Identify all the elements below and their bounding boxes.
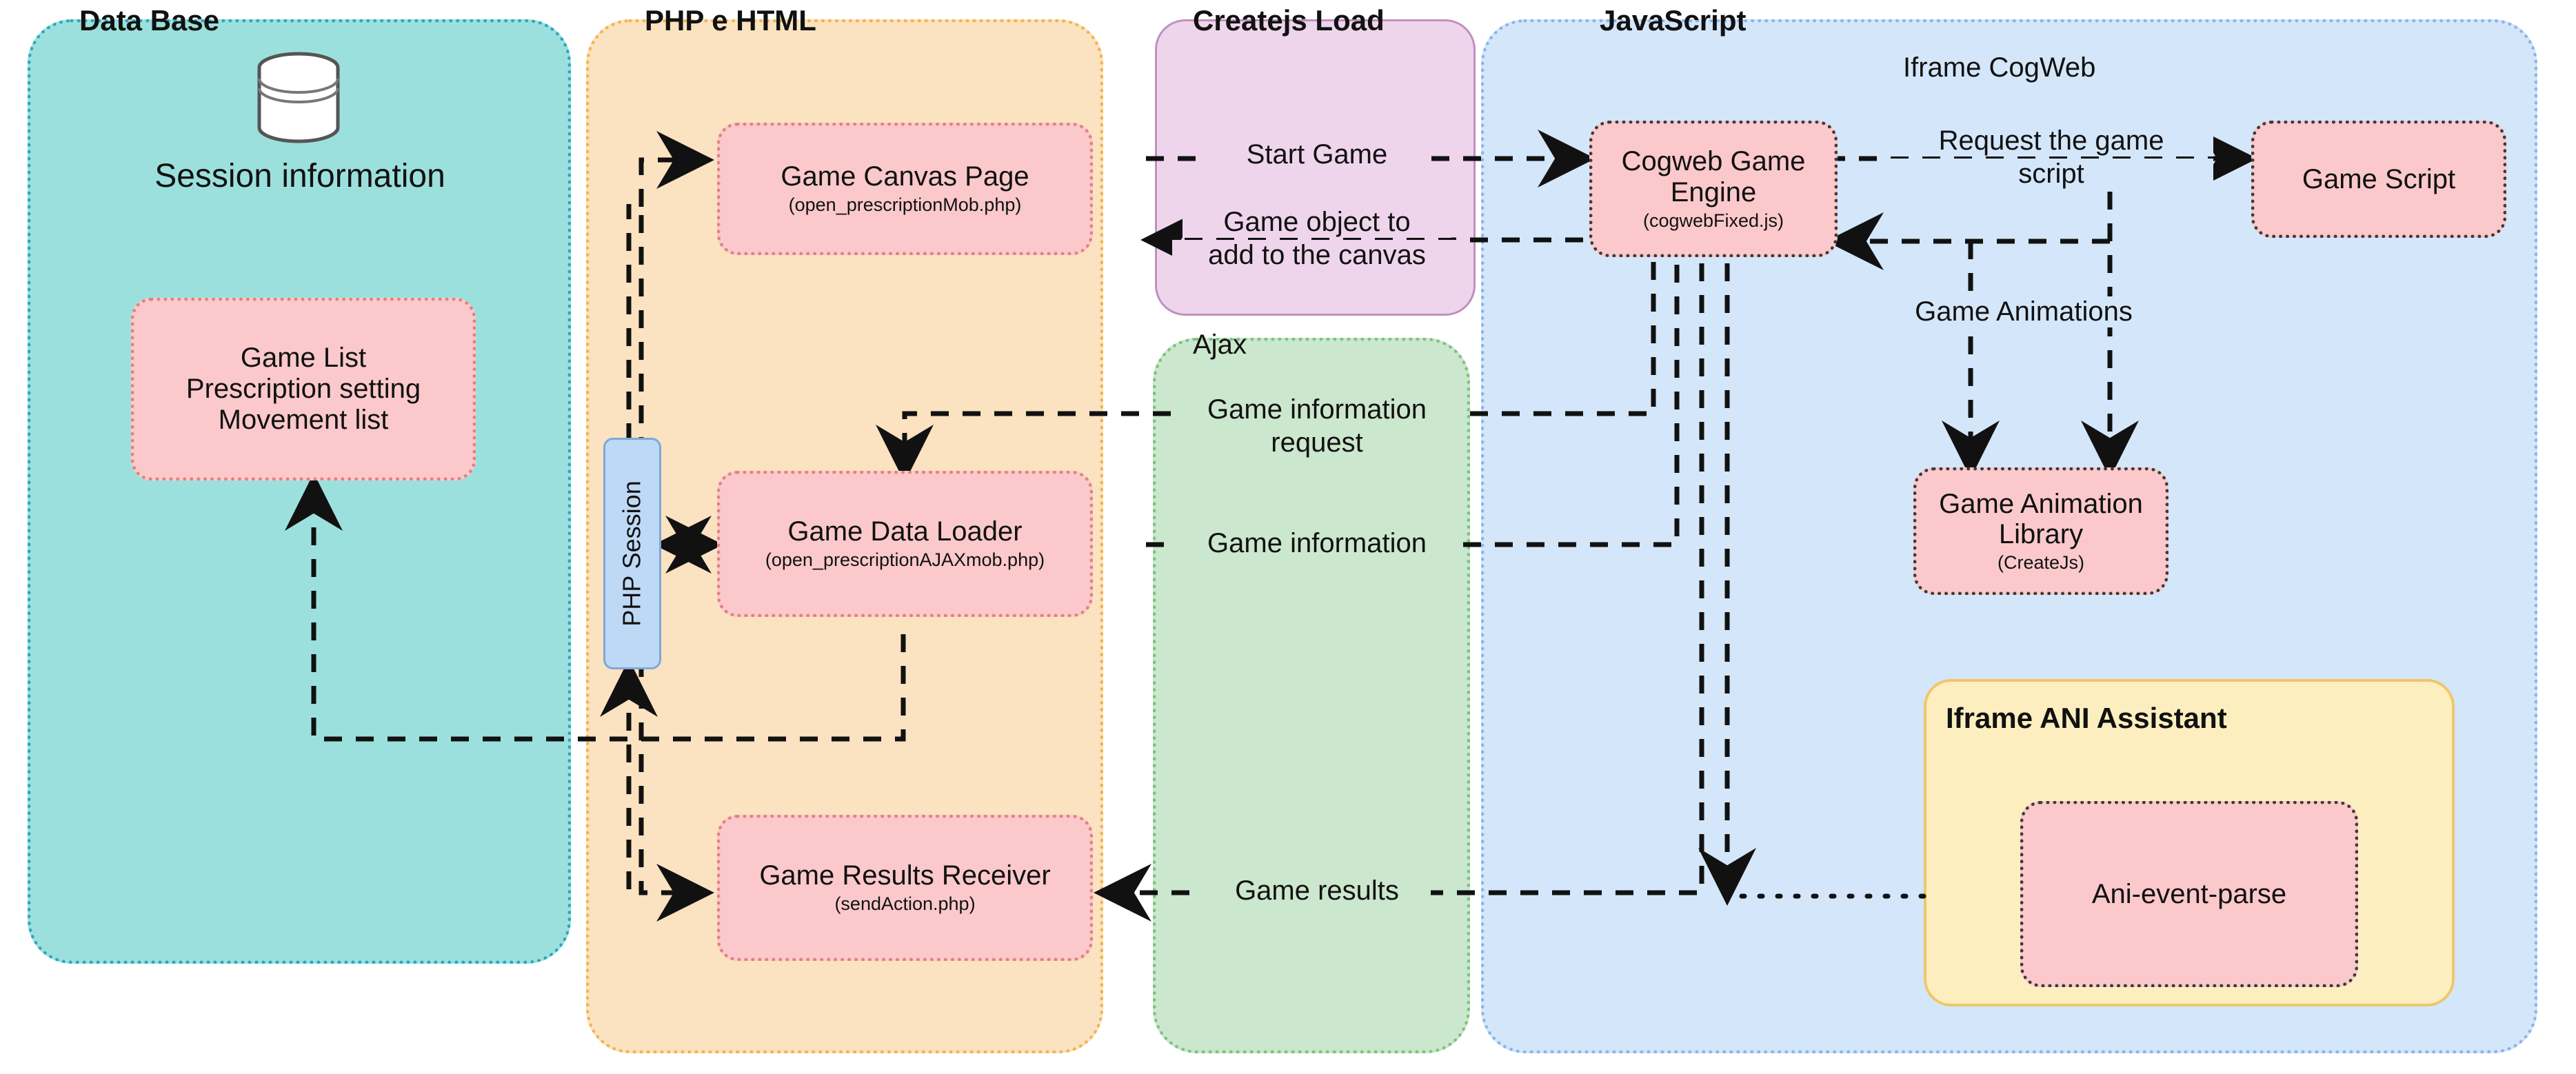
group-label-createjs-load: Createjs Load	[1193, 4, 1385, 37]
cogweb-subtitle: (cogwebFixed.js)	[1642, 210, 1784, 231]
edge-label-game-object-line1: Game object to	[1183, 207, 1451, 238]
node-php-session[interactable]: PHP Session	[603, 438, 661, 669]
node-game-list[interactable]: Game List Prescription setting Movement …	[131, 298, 476, 480]
node-cogweb-game-engine[interactable]: Cogweb Game Engine (cogwebFixed.js)	[1589, 121, 1838, 257]
game-data-loader-title: Game Data Loader	[787, 516, 1023, 547]
group-label-database: Data Base	[79, 4, 220, 37]
cogweb-title-line1: Cogweb Game	[1621, 146, 1806, 176]
edge-label-game-results: Game results	[1203, 875, 1431, 906]
game-list-line1: Game List	[240, 343, 367, 374]
group-label-php-html: PHP e HTML	[645, 4, 816, 37]
group-label-iframe-cogweb: Iframe CogWeb	[1903, 52, 2096, 83]
group-label-ajax: Ajax	[1193, 330, 1247, 360]
edge-label-request-game-script-line1: Request the game	[1889, 125, 2213, 156]
session-information-label: Session information	[154, 158, 445, 194]
cogweb-title-line2: Engine	[1670, 176, 1757, 207]
edge-label-start-game: Start Game	[1203, 139, 1431, 170]
group-label-javascript: JavaScript	[1600, 4, 1747, 37]
game-script-label: Game Script	[2302, 163, 2456, 194]
node-game-results-receiver[interactable]: Game Results Receiver (sendAction.php)	[717, 815, 1093, 961]
anim-library-line1: Game Animation	[1939, 488, 2143, 519]
game-canvas-subtitle: (open_prescriptionMob.php)	[788, 194, 1022, 216]
game-data-loader-subtitle: (open_prescriptionAJAXmob.php)	[765, 549, 1045, 571]
edge-label-game-info-request-line2: request	[1172, 427, 1462, 458]
node-game-canvas-page[interactable]: Game Canvas Page (open_prescriptionMob.p…	[717, 123, 1093, 255]
php-session-label: PHP Session	[618, 480, 647, 627]
edge-label-game-information: Game information	[1172, 528, 1462, 559]
node-game-data-loader[interactable]: Game Data Loader (open_prescriptionAJAXm…	[717, 471, 1093, 617]
game-list-line2: Prescription setting	[185, 374, 421, 405]
node-ani-event-parse[interactable]: Ani-event-parse	[2020, 801, 2358, 987]
anim-library-line2: Library	[1998, 519, 2084, 550]
database-cylinder-icon	[257, 52, 340, 143]
game-list-line3: Movement list	[218, 404, 389, 435]
ani-event-parse-label: Ani-event-parse	[2091, 878, 2287, 909]
node-game-animation-library[interactable]: Game Animation Library (CreateJs)	[1913, 467, 2169, 595]
game-results-subtitle: (sendAction.php)	[834, 893, 976, 915]
node-game-script[interactable]: Game Script	[2251, 121, 2506, 238]
group-label-iframe-ani-assistant: Iframe ANI Assistant	[1946, 702, 2227, 734]
edge-label-game-object-line2: add to the canvas	[1172, 240, 1462, 271]
edge-label-game-info-request-line1: Game information	[1172, 394, 1462, 425]
game-results-title: Game Results Receiver	[759, 860, 1051, 891]
edge-label-game-animations: Game Animations	[1879, 296, 2169, 327]
game-canvas-title: Game Canvas Page	[781, 161, 1029, 192]
edge-label-request-game-script-line2: script	[1889, 159, 2213, 190]
anim-library-subtitle: (CreateJs)	[1997, 552, 2085, 574]
